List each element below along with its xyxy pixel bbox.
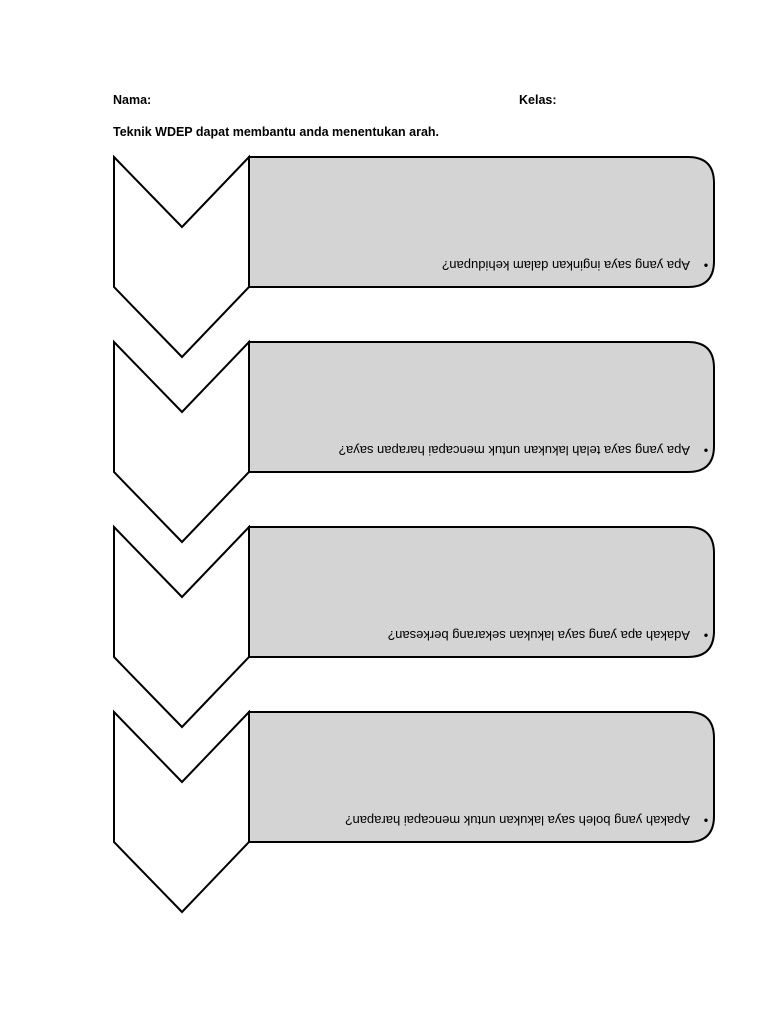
intro-text: Teknik WDEP dapat membantu anda menentuk… (113, 125, 440, 139)
wdep-step-want: Apa yang saya inginkan dalam kehidupan? … (113, 154, 715, 359)
step-chevron (113, 154, 250, 359)
step-question: Adakah apa yang saya lakukan sekarang be… (388, 628, 690, 643)
step-box (248, 711, 715, 843)
step-question: Apa yang saya inginkan dalam kehidupan? (442, 258, 690, 273)
wdep-step-evaluation: Adakah apa yang saya lakukan sekarang be… (113, 524, 715, 729)
step-chevron (113, 709, 250, 914)
step-box (248, 341, 715, 473)
step-bullet: • (703, 258, 708, 273)
step-bullet: • (703, 628, 708, 643)
step-question: Apakah yang boleh saya lakukan untuk men… (345, 813, 690, 828)
step-box (248, 156, 715, 288)
name-label: Nama: (113, 93, 152, 107)
step-bullet: • (703, 813, 708, 828)
step-chevron (113, 339, 250, 544)
step-chevron (113, 524, 250, 729)
class-label: Kelas: (519, 93, 557, 107)
wdep-step-planning: Apakah yang boleh saya lakukan untuk men… (113, 709, 715, 914)
step-box (248, 526, 715, 658)
step-bullet: • (703, 443, 708, 458)
step-question: Apa yang saya telah lakukan untuk mencap… (339, 443, 690, 458)
wdep-step-doing: Apa yang saya telah lakukan untuk mencap… (113, 339, 715, 544)
